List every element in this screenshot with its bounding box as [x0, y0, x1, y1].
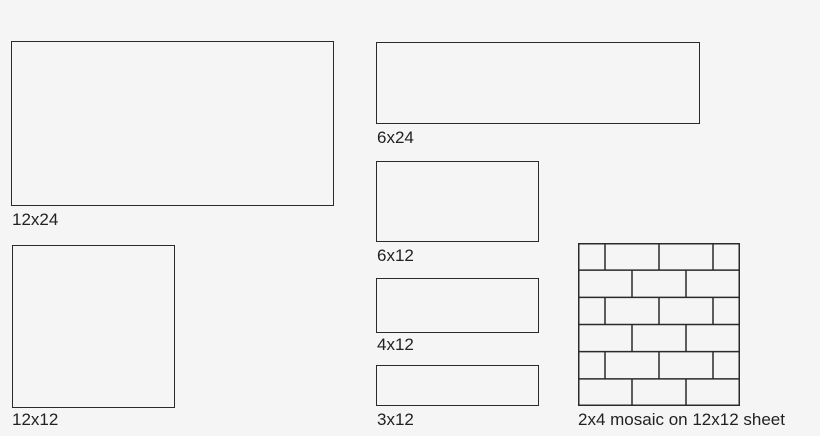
mosaic-sheet	[578, 243, 740, 406]
tile-6x24	[376, 42, 700, 124]
tile-6x12	[376, 161, 539, 242]
label-4x12: 4x12	[377, 335, 414, 354]
tile-12x24	[11, 41, 334, 206]
label-12x24: 12x24	[12, 210, 59, 229]
tile-12x12	[12, 245, 175, 408]
label-mosaic: 2x4 mosaic on 12x12 sheet	[578, 410, 785, 429]
tile-3x12	[376, 365, 539, 406]
label-3x12: 3x12	[377, 410, 414, 429]
tile-4x12	[376, 278, 539, 333]
label-6x12: 6x12	[377, 246, 414, 265]
label-6x24: 6x24	[377, 128, 414, 147]
label-12x12: 12x12	[12, 410, 59, 429]
